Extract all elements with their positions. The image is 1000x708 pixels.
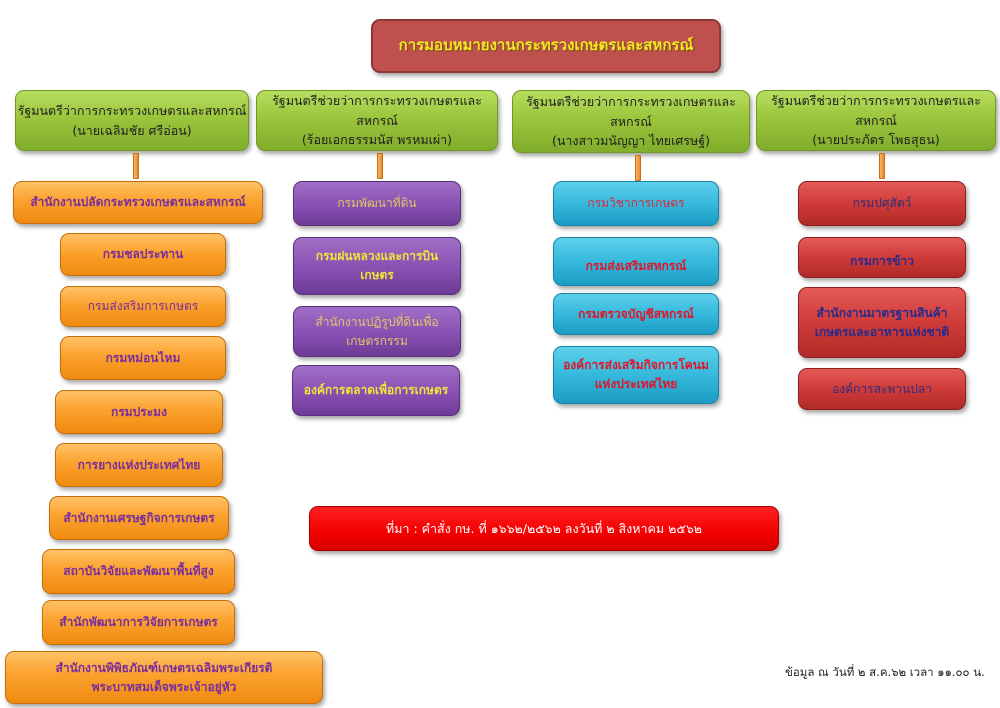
org-box: กรมตรวจบัญชีสหกรณ์ <box>553 293 719 335</box>
minister-position: รัฐมนตรีช่วยว่าการกระทรวงเกษตรและสหกรณ์ <box>771 93 981 128</box>
connector-1 <box>133 153 139 179</box>
minister-name: (ร้อยเอกธรรมนัส พรหมเผ่า) <box>301 132 453 148</box>
minister-name: (นายเฉลิมชัย ศรีอ่อน) <box>72 122 192 138</box>
org-label: สำนักงานเศรษฐกิจการเกษตร <box>63 510 215 525</box>
org-box: การยางแห่งประเทศไทย <box>55 443 223 487</box>
org-box: สถาบันวิจัยและพัฒนาพื้นที่สูง <box>42 549 235 594</box>
org-label: สำนักงานปฏิรูปที่ดินเพื่อ <box>315 314 439 329</box>
org-box: สำนักงานปฏิรูปที่ดินเพื่อ เกษตรกรรม <box>293 306 461 357</box>
org-label: กรมส่งสริมการเกษตร <box>87 299 199 314</box>
org-label: กรมตรวจบัญชีสหกรณ์ <box>578 306 694 321</box>
org-box: สำนักพัฒนาการวิจัยการเกษตร <box>42 600 235 645</box>
org-label: สำนักงานปลัดกระทรวงเกษตรและสหกรณ์ <box>30 195 246 210</box>
org-label: การยางแห่งประเทศไทย <box>77 457 201 472</box>
org-box: กรมการข้าว <box>798 237 966 278</box>
org-box: สำนักงานพิพิธภัณฑ์เกษตรเฉลิมพระเกียรติ พ… <box>5 651 323 704</box>
org-box: สำนักงานปลัดกระทรวงเกษตรและสหกรณ์ <box>13 181 263 224</box>
source-text: ที่มา : คำสั่ง กษ. ที่ ๑๖๖๒/๒๕๖๒ ลงวันที… <box>385 520 702 536</box>
org-box: กรมหม่อนไหม <box>60 336 226 380</box>
data-timestamp: ข้อมูล ณ วันที่ ๒ ส.ค.๖๒ เวลา ๑๑.๐๐ น. <box>785 665 985 679</box>
minister-box-3: รัฐมนตรีช่วยว่าการกระทรวงเกษตรและสหกรณ์ … <box>512 90 750 153</box>
org-label: สถาบันวิจัยและพัฒนาพื้นที่สูง <box>63 564 214 579</box>
org-label: กรมปศุสัตว์ <box>852 196 912 211</box>
minister-name: (นางสาวมนัญญา ไทยเศรษฐ์) <box>551 133 711 149</box>
title-text: การมอบหมายงานกระทรวงเกษตรและสหกรณ์ <box>398 36 694 55</box>
minister-position: รัฐมนตรีว่าการกระทรวงเกษตรและสหกรณ์ <box>17 103 247 119</box>
connector-3 <box>635 155 641 181</box>
org-box: กรมส่งสริมการเกษตร <box>60 286 226 327</box>
org-box: กรมฝนหลวงและการบิน เกษตร <box>293 237 461 295</box>
org-label: กรมส่งเสริมสหกรณ์ <box>585 259 687 274</box>
org-label: สำนักงานพิพิธภัณฑ์เกษตรเฉลิมพระเกียรติ <box>55 660 273 675</box>
org-box: องค์การตลาดเพื่อการเกษตร <box>292 365 460 416</box>
org-box: กรมพัฒนาที่ดิน <box>293 181 461 226</box>
org-label: เกษตร <box>360 268 394 282</box>
minister-position: รัฐมนตรีช่วยว่าการกระทรวงเกษตรและสหกรณ์ <box>526 94 736 129</box>
org-label: กรมการข้าว <box>850 254 914 269</box>
org-box: กรมส่งเสริมสหกรณ์ <box>553 237 719 286</box>
org-label: แห่งประเทศไทย <box>594 377 678 391</box>
org-label: กรมวิชาการเกษตร <box>587 196 685 211</box>
org-label: องค์การส่งเสริมกิจการโคนม <box>563 358 709 373</box>
connector-2 <box>377 153 383 179</box>
source-reference: ที่มา : คำสั่ง กษ. ที่ ๑๖๖๒/๒๕๖๒ ลงวันที… <box>309 506 779 551</box>
org-label: กรมพัฒนาที่ดิน <box>337 196 417 211</box>
minister-box-4: รัฐมนตรีช่วยว่าการกระทรวงเกษตรและสหกรณ์ … <box>756 90 996 151</box>
minister-position: รัฐมนตรีช่วยว่าการกระทรวงเกษตรและสหกรณ์ <box>272 93 482 128</box>
org-box: สำนักงานมาตรฐานสินค้า เกษตรและอาหารแห่งช… <box>798 287 966 358</box>
minister-name: (นายประภัตร โพธสุธน) <box>812 132 940 148</box>
org-box: กรมวิชาการเกษตร <box>553 181 719 226</box>
org-label: กรมฝนหลวงและการบิน <box>315 249 439 264</box>
minister-box-1: รัฐมนตรีว่าการกระทรวงเกษตรและสหกรณ์ (นาย… <box>15 90 249 151</box>
org-label: พระบาทสมเด็จพระเจ้าอยู่หัว <box>91 679 237 694</box>
minister-box-2: รัฐมนตรีช่วยว่าการกระทรวงเกษตรและสหกรณ์ … <box>256 90 498 151</box>
connector-4 <box>879 153 885 179</box>
org-box: กรมปศุสัตว์ <box>798 181 966 226</box>
org-box: สำนักงานเศรษฐกิจการเกษตร <box>49 496 229 540</box>
org-label: กรมชลประทาน <box>102 247 184 262</box>
org-label: องค์การสะพานปลา <box>832 381 932 396</box>
org-label: องค์การตลาดเพื่อการเกษตร <box>303 383 449 398</box>
org-label: เกษตรและอาหารแห่งชาติ <box>814 324 950 339</box>
org-label: เกษตรกรรม <box>346 333 408 348</box>
org-label: กรมหม่อนไหม <box>105 350 181 365</box>
org-label: กรมประมง <box>111 404 167 419</box>
chart-title: การมอบหมายงานกระทรวงเกษตรและสหกรณ์ <box>371 19 721 73</box>
org-box: องค์การส่งเสริมกิจการโคนม แห่งประเทศไทย <box>553 346 719 404</box>
org-label: สำนักพัฒนาการวิจัยการเกษตร <box>59 615 218 630</box>
org-box: กรมชลประทาน <box>60 233 226 276</box>
org-box: กรมประมง <box>55 390 223 434</box>
org-label: สำนักงานมาตรฐานสินค้า <box>816 305 948 320</box>
org-box: องค์การสะพานปลา <box>798 368 966 410</box>
